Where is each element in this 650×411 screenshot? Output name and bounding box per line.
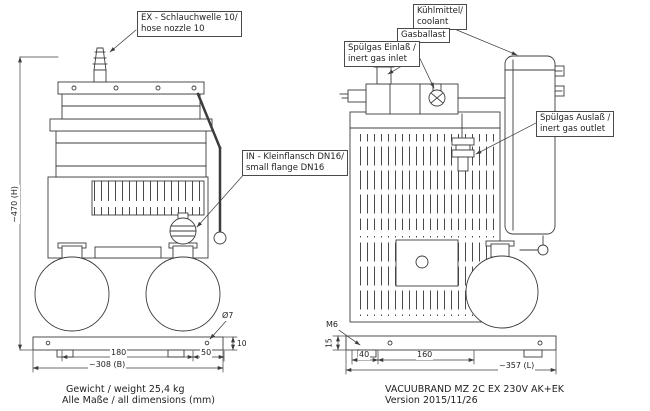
stopcock — [519, 235, 549, 256]
callout-text: IN - Kleinflansch DN16/ — [246, 152, 344, 162]
inert-gas-outlet-port — [451, 137, 475, 172]
callout-text: small flange DN16 — [246, 163, 325, 174]
inert-gas-inlet-port — [376, 65, 392, 85]
catch-flask-left — [34, 256, 110, 332]
weight-note: Gewicht / weight 25,4 kg — [66, 384, 185, 395]
callout-text: hose nozzle 10 — [141, 24, 205, 35]
hose-nozzle — [92, 47, 108, 83]
callout-text: Spülgas Auslaß / — [540, 113, 611, 123]
callout-text: Gasballast — [401, 30, 446, 40]
dim-50: 50 — [200, 348, 213, 358]
callout-text: Kühlmittel/ — [417, 6, 464, 16]
dim-height: ~470 (H) — [9, 185, 20, 224]
rating-plate — [395, 239, 459, 287]
callout-text: coolant — [417, 17, 449, 28]
callout-inert-gas-inlet: Spülgas Einlaß / inert gas inlet — [344, 41, 420, 68]
model-name: VACUUBRAND MZ 2C EX 230V AK+EK — [385, 384, 564, 395]
callout-in-flange: IN - Kleinflansch DN16/ small flange DN1… — [242, 150, 348, 177]
dim-180: 180 — [110, 348, 128, 358]
callout-text: inert gas inlet — [348, 54, 407, 65]
dim-40: 40 — [358, 350, 371, 360]
dim-160: 160 — [416, 350, 434, 360]
coolant-nozzles — [554, 65, 565, 97]
callout-coolant: Kühlmittel/ coolant — [413, 4, 468, 31]
dim-10: 10 — [236, 339, 248, 349]
catch-flask-side — [465, 255, 539, 329]
dim-length-l: ~357 (L) — [498, 361, 536, 371]
dim-dia7: Ø7 — [221, 311, 235, 321]
catch-flask-right — [145, 256, 221, 332]
pump-side-view — [339, 55, 565, 358]
lever-handle — [196, 92, 227, 245]
dimension-lines — [18, 56, 557, 375]
dim-width-b: ~308 (B) — [88, 360, 127, 370]
callout-gasballast: Gasballast — [397, 28, 450, 44]
dimensions-note: Alle Maße / all dimensions (mm) — [62, 395, 215, 406]
small-flange-dn16 — [169, 212, 197, 245]
callout-text: Spülgas Einlaß / — [348, 43, 416, 53]
callout-text: inert gas outlet — [540, 124, 606, 135]
callout-inert-gas-outlet: Spülgas Auslaß / inert gas outlet — [536, 111, 615, 138]
gas-manifold — [339, 59, 506, 139]
pump-front-view — [32, 47, 227, 358]
dim-15: 15 — [324, 337, 334, 349]
coolant-column — [504, 55, 565, 235]
version-note: Version 2015/11/26 — [385, 395, 478, 406]
callout-ex-hose-nozzle: EX - Schlauchwelle 10/ hose nozzle 10 — [137, 11, 242, 38]
dim-m6: M6 — [325, 320, 339, 330]
callout-text: EX - Schlauchwelle 10/ — [141, 13, 238, 23]
